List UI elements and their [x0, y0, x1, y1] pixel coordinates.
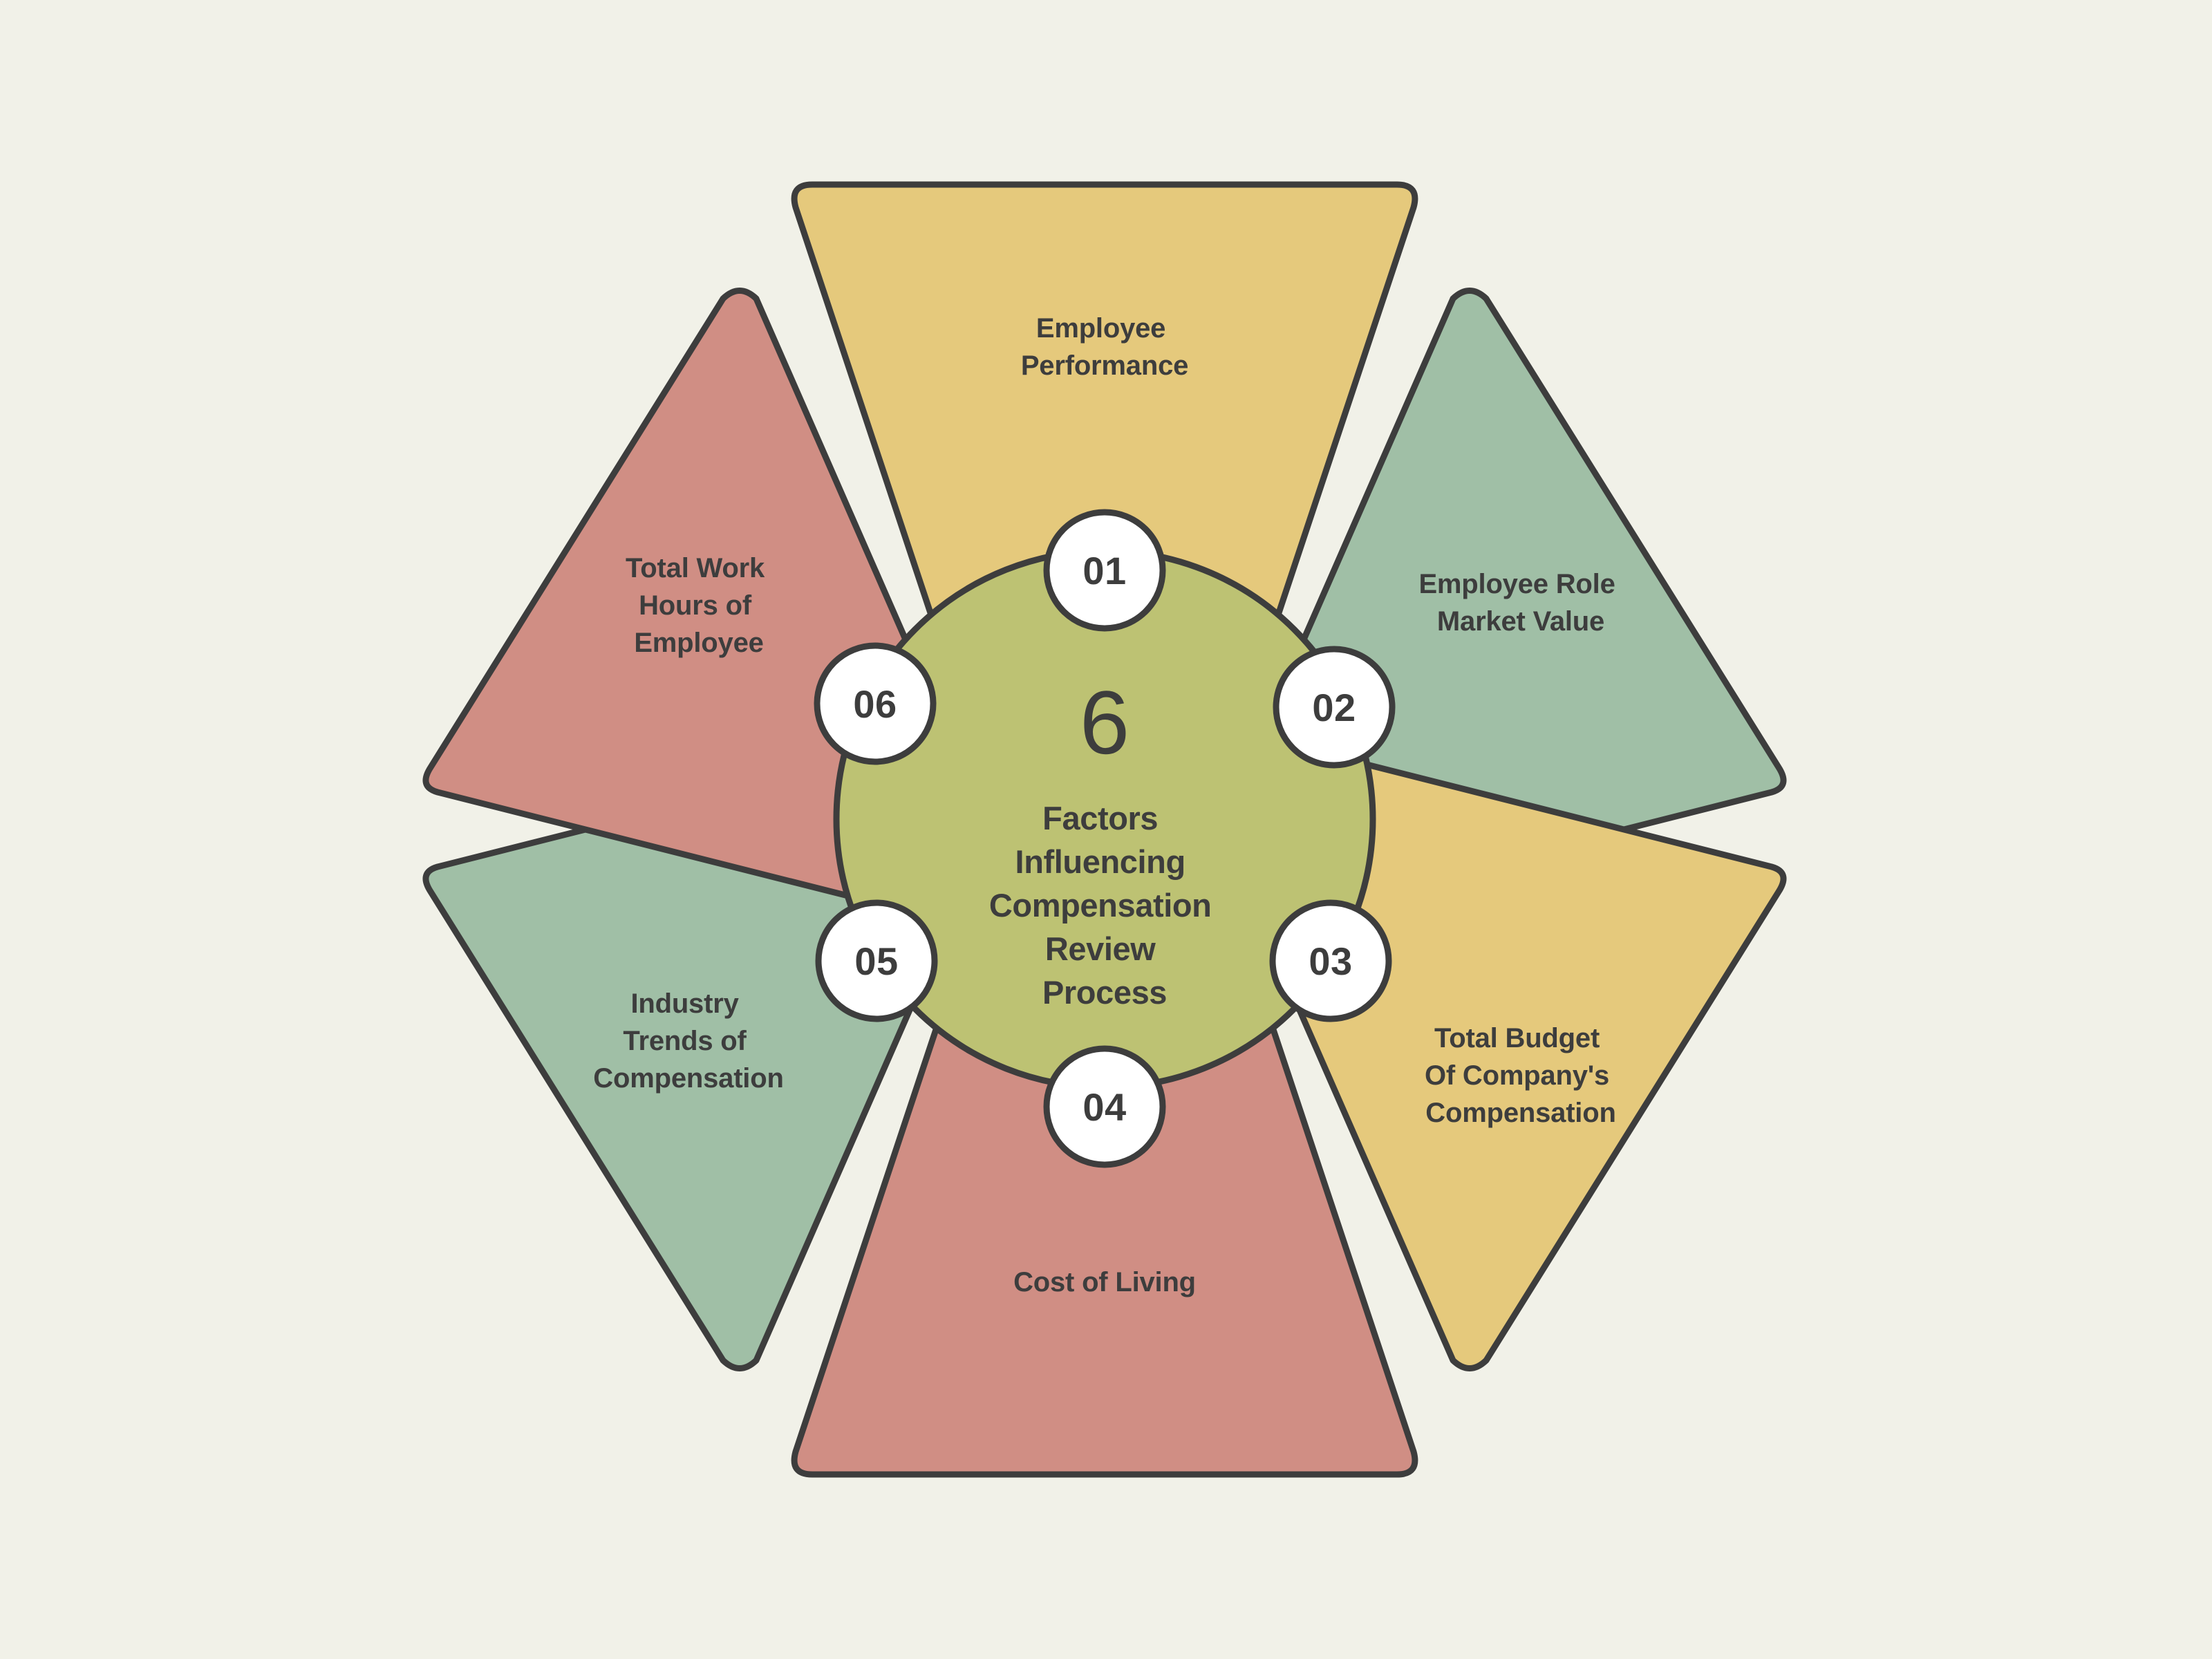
badge-05-label: 05	[854, 939, 898, 983]
badge-03-label: 03	[1309, 939, 1352, 983]
petal-06-label: Total Work Hours of Employee	[626, 553, 772, 658]
badge-02[interactable]: 02	[1273, 646, 1396, 769]
badge-06-label: 06	[853, 682, 897, 726]
badge-06-circle[interactable]	[814, 642, 937, 765]
petal-04-label: Cost of Living	[1013, 1267, 1196, 1297]
petal-05-label: Industry Trends of Compensation	[593, 988, 783, 1094]
badge-01[interactable]: 01	[1043, 509, 1166, 632]
petal-01-label: Employee Performance	[1021, 313, 1188, 381]
petal-03-label: Total Budget Of Company's Compensation	[1425, 1023, 1617, 1128]
badge-05[interactable]: 05	[815, 899, 938, 1022]
badge-03[interactable]: 03	[1269, 899, 1392, 1022]
badge-01-label: 01	[1082, 549, 1126, 592]
badge-02-circle[interactable]	[1273, 646, 1396, 769]
hub-numeral: 6	[1080, 672, 1130, 773]
hub-title: Factors Influencing Compensation Review …	[989, 800, 1220, 1011]
petal-02-label: Employee Role Market Value	[1418, 569, 1622, 637]
badge-03-circle[interactable]	[1269, 899, 1392, 1022]
badge-05-circle[interactable]	[815, 899, 938, 1022]
badge-04-circle[interactable]	[1043, 1045, 1166, 1168]
badge-02-label: 02	[1312, 686, 1356, 729]
badge-01-circle[interactable]	[1043, 509, 1166, 632]
badge-04-label: 04	[1082, 1085, 1126, 1129]
badge-06[interactable]: 06	[814, 642, 937, 765]
badge-04[interactable]: 04	[1043, 1045, 1166, 1168]
